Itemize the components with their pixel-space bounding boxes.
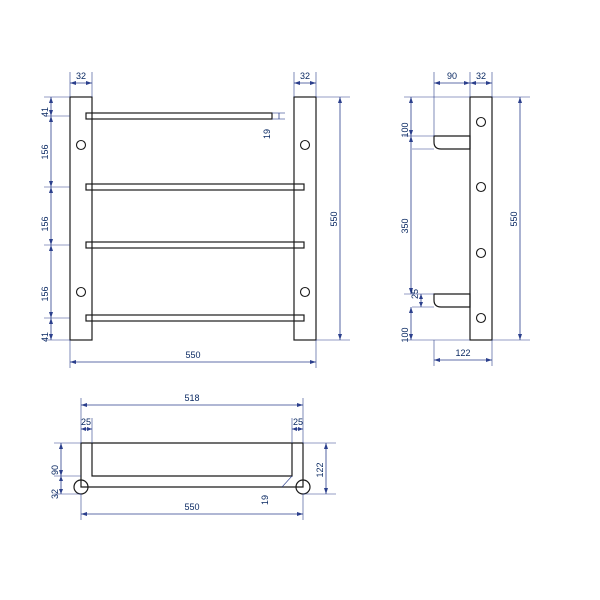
top-dim-32: 32 [50, 476, 63, 499]
front-label-41-top: 41 [40, 107, 50, 117]
front-rail-1 [85, 112, 273, 120]
side-bracket-4 [475, 312, 487, 324]
front-dim-41-bottom: 41 [40, 318, 53, 342]
top-label-122: 122 [315, 462, 325, 477]
front-label-156-b: 156 [40, 216, 50, 231]
front-dim-550-height: 550 [329, 97, 342, 340]
side-dim-25: 25 [410, 289, 423, 307]
top-label-550: 550 [184, 502, 199, 512]
side-label-100-bottom: 100 [400, 327, 410, 342]
front-right-bracket-2 [299, 286, 311, 298]
side-dim-100-top: 100 [400, 97, 413, 138]
top-rail-inner [91, 443, 293, 477]
top-dim-90: 90 [50, 443, 63, 476]
side-bracket-3 [475, 247, 487, 259]
front-label-550-height: 550 [329, 211, 339, 226]
front-dim-156-b: 156 [40, 187, 53, 245]
front-left-bracket-1 [75, 139, 87, 151]
side-bottom-rail-arm [433, 293, 471, 308]
side-label-100-top: 100 [400, 122, 410, 137]
side-label-90: 90 [447, 71, 457, 81]
top-label-32: 32 [50, 489, 60, 499]
side-dim-550: 550 [509, 97, 522, 340]
front-extension-lines [44, 72, 350, 368]
front-label-32-right: 32 [300, 71, 310, 81]
side-dim-100-bottom: 100 [400, 307, 413, 343]
front-left-post [69, 96, 93, 341]
front-label-19: 19 [262, 129, 272, 139]
side-post [469, 96, 493, 341]
top-dim-25-right: 25 [292, 417, 303, 431]
top-label-25-right: 25 [293, 417, 303, 427]
top-view: 518 25 25 90 [50, 393, 336, 520]
side-label-122: 122 [455, 348, 470, 358]
front-dim-19: 19 [262, 113, 280, 139]
top-label-25-left: 25 [81, 417, 91, 427]
side-dim-90: 90 [434, 71, 470, 85]
front-label-550-width: 550 [185, 350, 200, 360]
side-view: 90 32 100 350 [400, 71, 530, 366]
front-rail-2 [85, 183, 305, 191]
front-rail-3 [85, 241, 305, 249]
side-bracket-1 [475, 116, 487, 128]
side-label-32: 32 [476, 71, 486, 81]
front-dim-550-width: 550 [70, 350, 316, 364]
side-top-rail-arm [433, 135, 471, 150]
front-dim-156-a: 156 [40, 116, 53, 187]
front-left-bracket-2 [75, 286, 87, 298]
front-rail-4 [85, 314, 305, 322]
front-label-41-bottom: 41 [40, 332, 50, 342]
front-label-156-c: 156 [40, 286, 50, 301]
top-label-518: 518 [184, 393, 199, 403]
front-dim-left-post-width: 32 [70, 71, 92, 85]
front-right-bracket-1 [299, 139, 311, 151]
top-extension-lines [54, 398, 336, 520]
top-dim-518: 518 [81, 393, 303, 407]
front-label-32-left: 32 [76, 71, 86, 81]
top-dim-19: 19 [260, 495, 270, 505]
side-dim-122: 122 [434, 348, 492, 362]
side-extension-lines [404, 72, 530, 366]
front-view: 32 32 41 156 [40, 71, 350, 368]
front-dim-41-top: 41 [40, 97, 53, 117]
top-dim-550: 550 [81, 502, 303, 516]
top-dim-122: 122 [315, 443, 328, 494]
front-dim-156-c: 156 [40, 245, 53, 318]
side-label-550: 550 [509, 211, 519, 226]
front-label-156-a: 156 [40, 144, 50, 159]
side-dim-32: 32 [470, 71, 492, 85]
front-dim-right-post-width: 32 [294, 71, 316, 85]
top-dim-25-left: 25 [81, 417, 92, 431]
side-dim-350: 350 [400, 136, 413, 294]
top-label-90: 90 [50, 465, 60, 475]
front-right-post [293, 96, 317, 341]
side-label-350: 350 [400, 218, 410, 233]
side-bracket-2 [475, 181, 487, 193]
top-label-19: 19 [260, 495, 270, 505]
top-rail-outer [80, 442, 304, 488]
side-label-25: 25 [410, 289, 420, 299]
